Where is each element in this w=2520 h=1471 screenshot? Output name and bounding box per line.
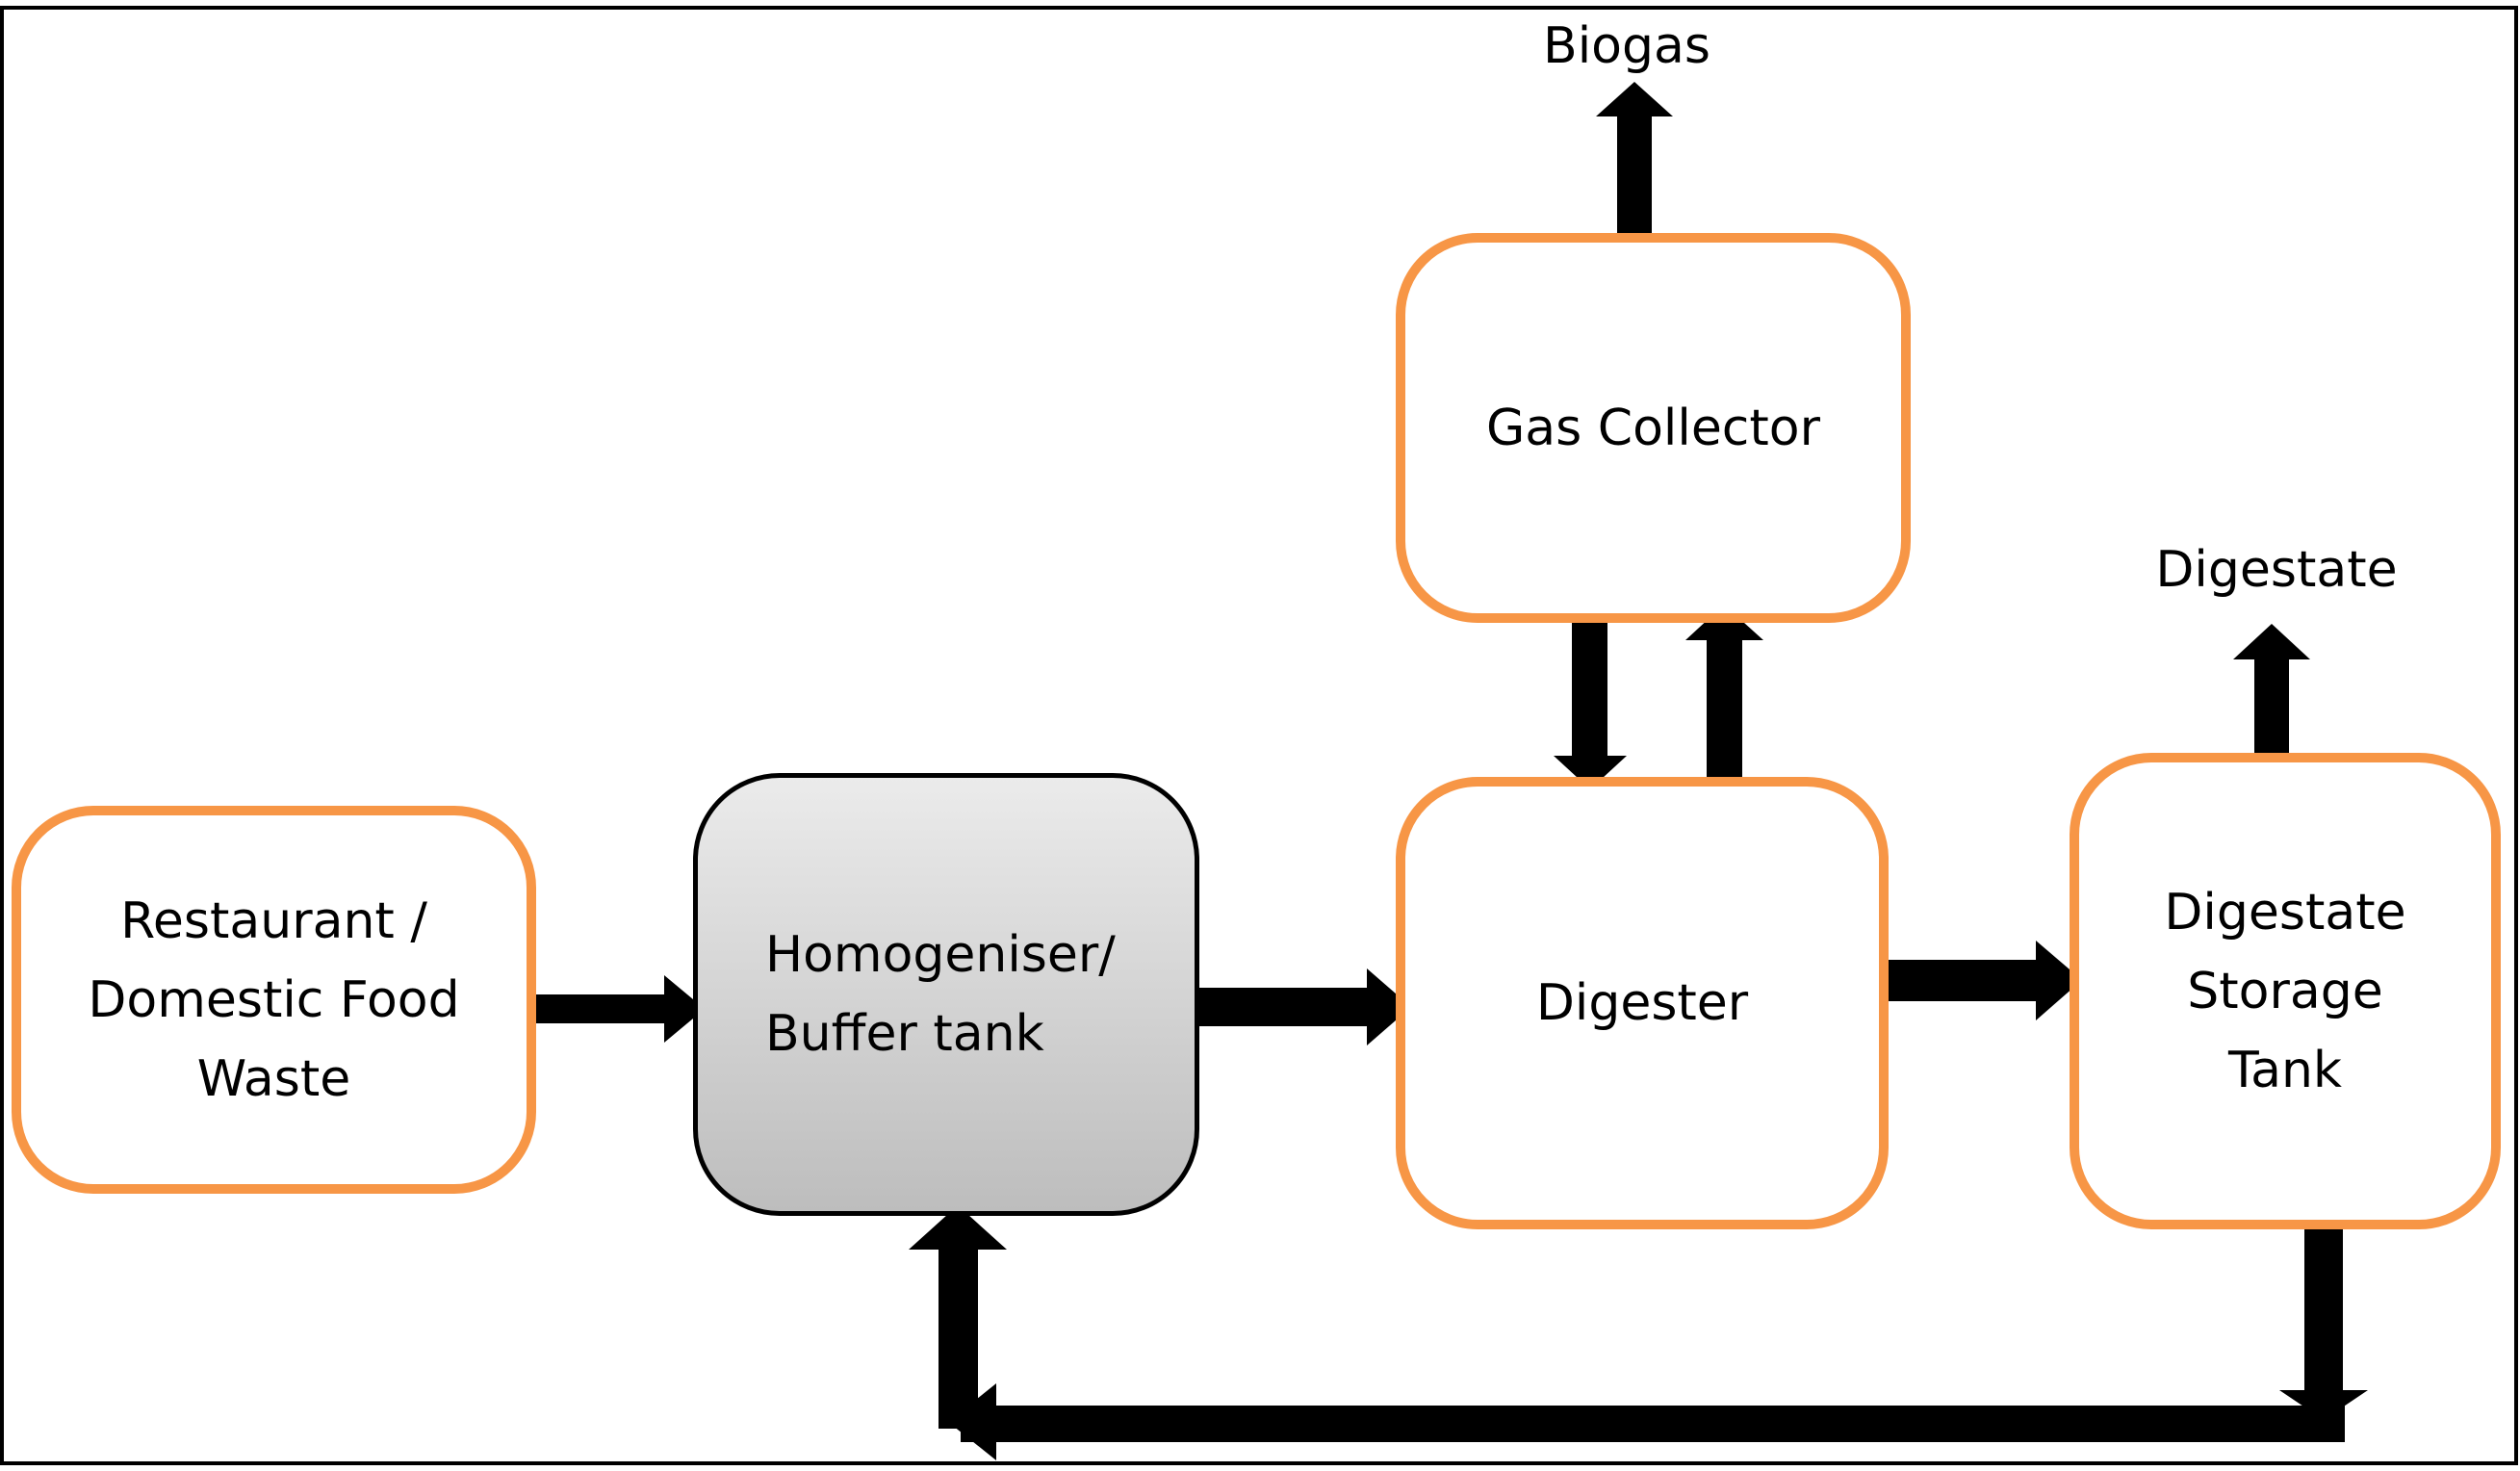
digester-box: Digester <box>1396 777 1889 1229</box>
food-waste-label-line-1: Restaurant / <box>120 891 427 950</box>
arrow-gas-collector-to-digester <box>1554 616 1627 789</box>
arrow-food-waste-to-homogeniser <box>525 975 705 1043</box>
food-waste-label-line-3: Waste <box>196 1049 351 1108</box>
food-waste-label-line-2: Domestic Food <box>88 970 460 1029</box>
arrow-recycle-bottom-bar <box>961 1406 2345 1442</box>
arrow-recycle-up-to-homogeniser <box>909 1205 1007 1429</box>
storage-tank-box: Digestate Storage Tank <box>2070 753 2501 1229</box>
arrow-homogeniser-to-digester <box>1192 968 1411 1045</box>
outer-frame <box>0 6 2518 1465</box>
homogeniser-box: Homogeniser/ Buffer tank <box>693 773 1199 1216</box>
arrow-digester-to-gas-collector <box>1685 605 1763 780</box>
digestate-output-label: Digestate <box>2155 541 2398 599</box>
arrow-recycle-down <box>2279 1218 2368 1420</box>
gas-collector-box: Gas Collector <box>1396 233 1911 623</box>
arrow-gas-collector-to-biogas <box>1596 82 1673 244</box>
gas-collector-label: Gas Collector <box>1486 399 1820 457</box>
arrow-storage-tank-to-digestate <box>2233 624 2310 758</box>
storage-tank-label-line-1: Digestate <box>2164 883 2406 942</box>
storage-tank-label-line-2: Storage <box>2187 962 2383 1020</box>
homogeniser-label-line-1: Homogeniser/ <box>765 926 1116 984</box>
homogeniser-label-line-2: Buffer tank <box>765 1005 1044 1063</box>
biogas-output-label: Biogas <box>1543 17 1710 75</box>
food-waste-box: Restaurant / Domestic Food Waste <box>12 806 536 1194</box>
digester-label: Digester <box>1535 974 1749 1032</box>
arrow-digester-to-storage-tank <box>1879 941 2082 1020</box>
storage-tank-label-line-3: Tank <box>2227 1041 2343 1099</box>
